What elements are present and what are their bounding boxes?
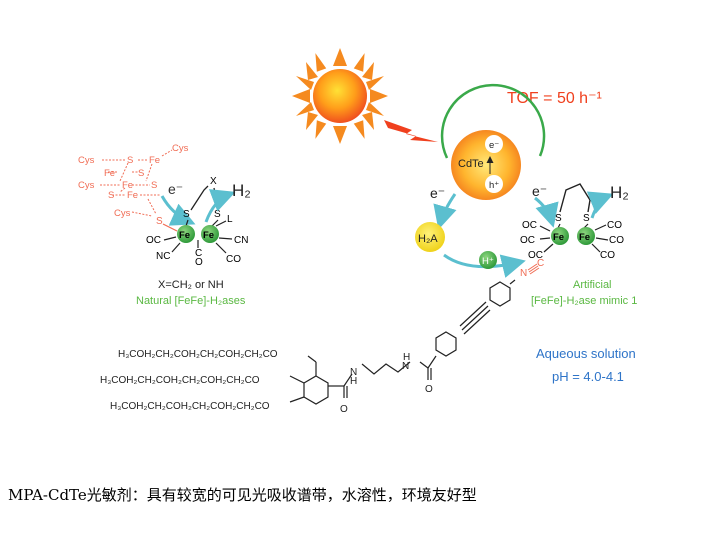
mimic-label-line2: [FeFe]-H₂ase mimic 1 [531,295,637,307]
ligand: C [195,248,202,259]
fe-label: Fe [179,230,190,241]
cluster-s: S [127,155,133,166]
electron-out-right: e⁻ [532,183,547,199]
chinese-caption: MPA-CdTe光敏剂：具有较宽的可见光吸收谱带，水溶性，环境友好型 [8,486,477,504]
ligand: CO [609,235,624,246]
mimic-label-line1: Artificial [573,279,612,291]
linker-c: C [537,258,544,269]
molecular-backbone [289,281,511,405]
fe-atom [177,225,195,243]
conditions-line1: Aqueous solution [536,346,636,361]
ligand: CN [234,235,248,246]
fe-atom [577,227,595,245]
fe-label: Fe [553,232,564,243]
ligand: O [195,257,203,268]
conditions-line2: pH = 4.0-4.1 [552,369,624,384]
photocatalytic-cycle: e⁻ CdTe h⁺ [440,83,546,200]
hole-label: h⁺ [489,180,499,191]
h2-product: H₂ [610,183,629,202]
fe4s4-cluster: Cys Cys Cys Cys S Fe Fe S Fe S S Fe [78,143,189,219]
ligand: OC [528,250,543,261]
sun-icon [292,48,388,144]
h2-product: H₂ [232,181,251,200]
ligand: OC [520,235,535,246]
thiolate-s: S [583,213,590,224]
ligand: OC [146,235,161,246]
cluster-fe: Fe [122,180,133,191]
cdte-quantum-dot [451,130,521,200]
ligand: CO [226,254,241,265]
electron-transfer-arrow [160,195,196,226]
fe-label: Fe [203,230,214,241]
x-definition: X=CH₂ or NH [158,279,224,291]
cdte-label: CdTe [458,158,484,170]
natural-h-cluster: X S S Fe Fe L OC NC C O CN CO [146,176,248,268]
peg-chain: H₃COH₂CH₂COH₂CH₂COH₂CH₂CO [118,349,278,360]
amide-h: H [350,376,357,387]
cluster-cys: Cys [172,143,189,154]
amide-o: O [340,404,348,415]
h2a-donor [415,222,445,252]
mimic-h-cluster: S S Fe Fe OC OC OC CO CO CO [520,183,624,261]
electron-out-left: e⁻ [430,185,445,201]
natural-enzyme-caption: Natural [FeFe]-H₂ases [136,295,246,307]
amide-n: N [402,361,409,372]
electron-label: e⁻ [168,181,183,197]
thiolate-s: S [214,209,221,220]
cluster-fe: Fe [104,168,115,179]
electron-in-label: e⁻ [489,140,499,151]
ligand: CO [607,220,622,231]
linker-n: N [520,268,527,279]
amide-n: N [350,367,357,378]
cluster-s: S [108,190,114,201]
fe-atom [551,227,569,245]
electron-to-catalyst-arrow [534,196,559,228]
bridging-s: S [156,216,163,227]
amide-o: O [425,384,433,395]
fe-label: Fe [579,232,590,243]
cluster-s: S [151,180,157,191]
proton-arrow [443,253,526,278]
proton-label: H⁺ [482,256,494,267]
peg-chain: H₃COH₂CH₂COH₂CH₂COH₂CH₂CO [100,375,260,386]
ligand: NC [156,251,170,262]
fe-atom [201,225,219,243]
cluster-fe: Fe [127,190,138,201]
ligand: OC [522,220,537,231]
proton-badge [479,251,497,269]
thiolate-s: S [183,209,190,220]
ligand-l: L [227,214,233,225]
h2a-label: H₂A [418,233,438,245]
cluster-fe: Fe [149,155,160,166]
h2-release-arrow [586,191,614,219]
cluster-cys: Cys [114,208,131,219]
bridge-atom-x: X [210,176,217,187]
peg-chain: H₃COH₂CH₂COH₂CH₂COH₂CH₂CO [110,401,270,412]
cluster-s: S [138,168,144,179]
cluster-cys: Cys [78,180,95,191]
lightning-bolt-icon [384,120,438,142]
cycle-ring [440,83,546,159]
thiolate-s: S [555,213,562,224]
h2-release-arrow [204,189,236,223]
hole-refill-arrow [433,193,457,230]
amide-h: H [403,352,410,363]
ligand: CO [600,250,615,261]
cluster-cys: Cys [78,155,95,166]
